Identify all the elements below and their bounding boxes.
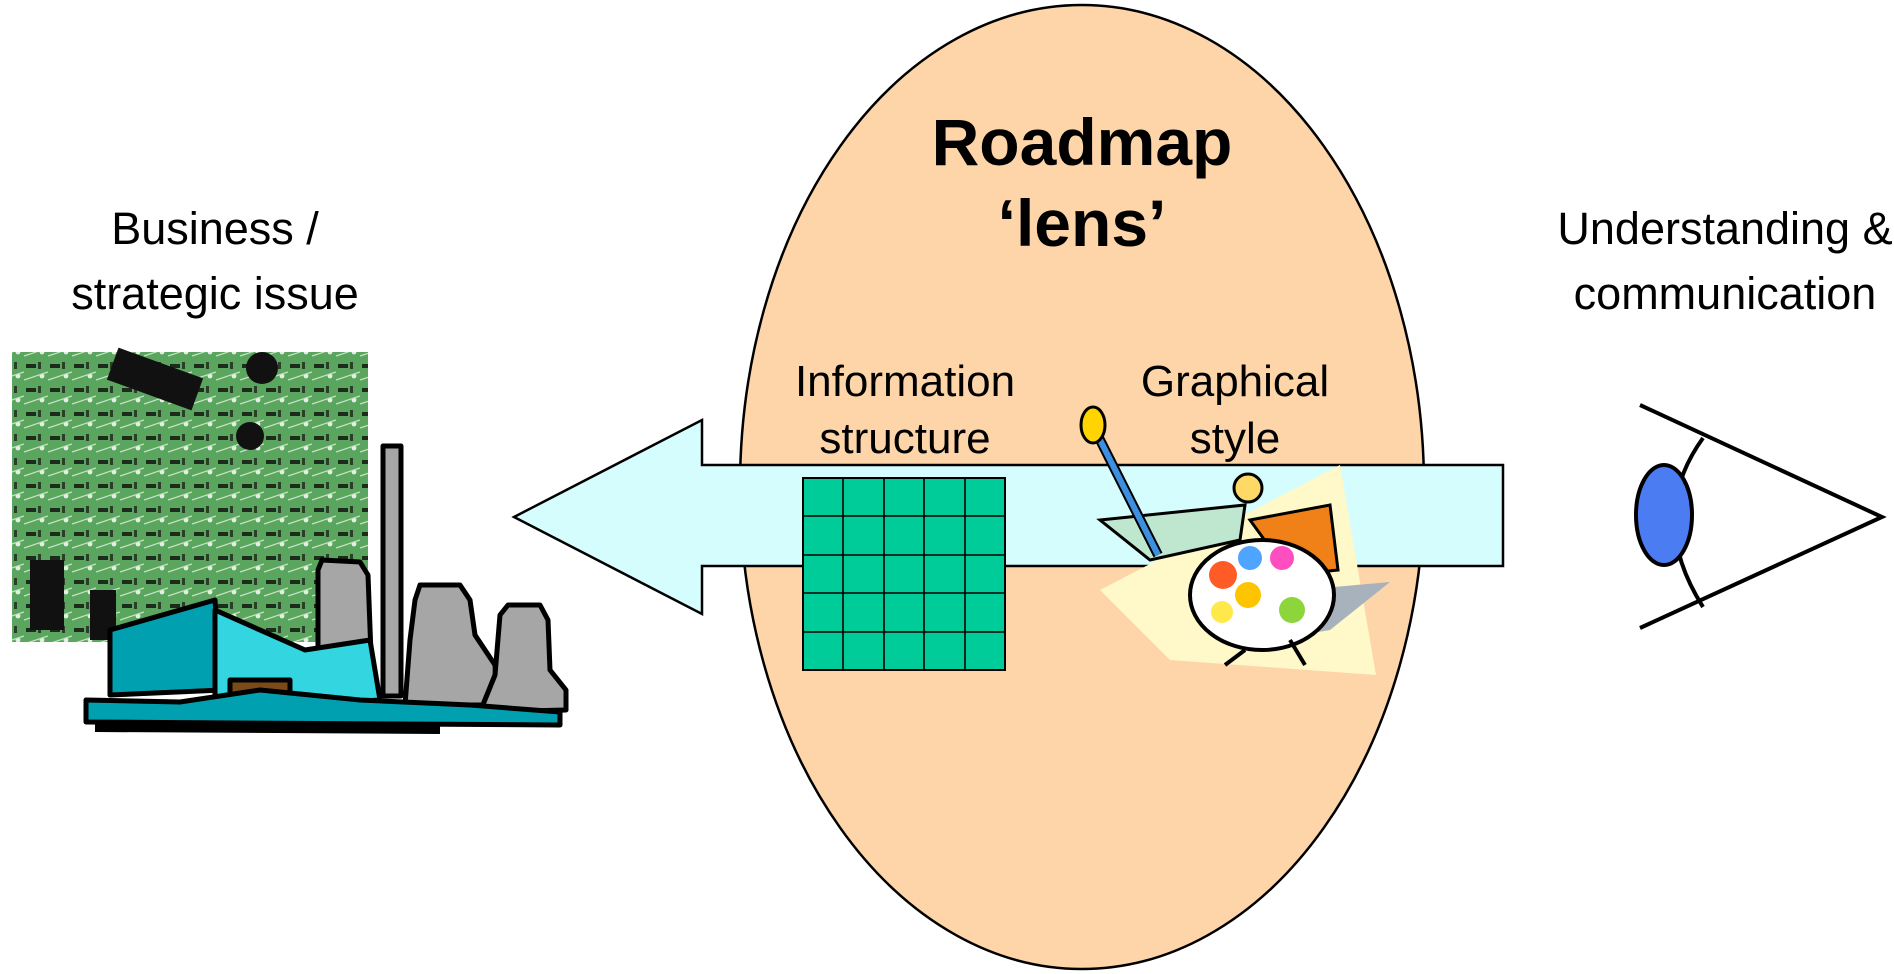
information-grid-icon bbox=[802, 477, 1006, 671]
information-structure-label: Information structure bbox=[760, 353, 1050, 467]
eye-icon bbox=[1634, 403, 1887, 630]
graphical-style-line1: Graphical bbox=[1140, 357, 1330, 406]
factory-icon bbox=[83, 443, 569, 734]
lens-title-line2: ‘lens’ bbox=[997, 185, 1167, 260]
graphical-style-line2: style bbox=[1189, 414, 1281, 464]
right-label-line2: communication bbox=[1573, 268, 1877, 320]
lens-title-line1: Roadmap bbox=[931, 105, 1233, 179]
painter-palette-icon bbox=[1079, 405, 1390, 675]
information-structure-line1: Information bbox=[794, 357, 1016, 406]
lens-title: Roadmap ‘lens’ bbox=[882, 102, 1282, 263]
left-label-line2: strategic issue bbox=[71, 268, 359, 320]
right-label-line1: Understanding & bbox=[1557, 203, 1893, 254]
left-label: Business / strategic issue bbox=[20, 196, 410, 327]
left-label-line1: Business / bbox=[111, 203, 319, 254]
graphical-style-label: Graphical style bbox=[1115, 353, 1355, 467]
circuit-board-icon bbox=[12, 347, 368, 642]
right-label: Understanding & communication bbox=[1520, 196, 1894, 327]
information-structure-line2: structure bbox=[819, 414, 991, 464]
